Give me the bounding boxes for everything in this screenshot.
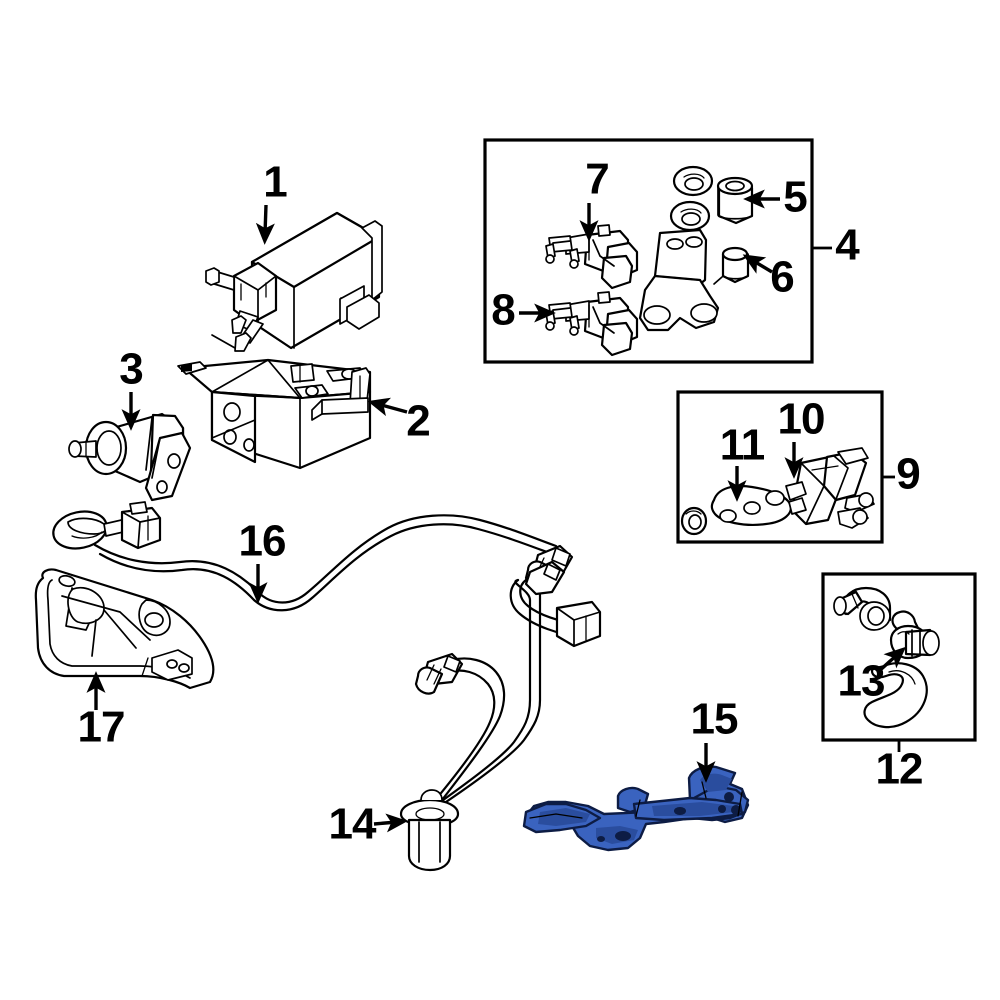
callout-label-3: 3: [119, 345, 142, 394]
callout-label-17: 17: [78, 703, 125, 752]
callout-label-11: 11: [720, 421, 765, 470]
callout-label-9: 9: [896, 450, 919, 499]
part-exhaust-heat-shield: [34, 568, 215, 690]
part-canister-mounting-bracket: [177, 358, 372, 470]
leader-14: [373, 813, 408, 833]
part-sensor-o-ring: [680, 506, 708, 536]
callout-label-7: 7: [585, 155, 608, 204]
part-pcv-valve: [889, 610, 940, 660]
callout-label-5: 5: [783, 173, 807, 222]
callout-label-16: 16: [239, 517, 286, 566]
part-pcv-elbow-fitting: [833, 586, 892, 631]
callout-label-1: 1: [263, 158, 287, 207]
part-purge-solenoid-valve-upper: [545, 224, 639, 290]
leader-6: [742, 254, 773, 274]
part-oxygen-sensor-harness: [52, 501, 574, 612]
callout-label-12: 12: [876, 745, 923, 794]
part-washer-upper: [672, 165, 714, 197]
callout-label-8: 8: [491, 286, 515, 335]
leader-1: [255, 204, 275, 245]
part-pcv-hose: [863, 662, 928, 729]
part-washer-lower: [669, 200, 711, 232]
part-lower-oxygen-sensor-cables: [414, 560, 602, 826]
callout-numbers: 1 2 3 4 5 6 7 8 9 10 11 12 13 14 15 16 1…: [78, 155, 924, 849]
callout-label-13: 13: [838, 657, 885, 706]
callout-label-15: 15: [691, 695, 738, 744]
part-leak-detection-pump: [68, 412, 192, 502]
part-grommet-large: [716, 176, 754, 225]
callout-label-4: 4: [835, 221, 860, 270]
part-vapor-canister: [205, 211, 383, 352]
callout-label-10: 10: [778, 395, 825, 444]
part-fuel-tank-pressure-sensor: [785, 447, 875, 529]
part-oxygen-sensor-bracket-highlighted: [522, 765, 750, 852]
leader-13: [876, 646, 907, 674]
callout-label-14: 14: [329, 800, 377, 849]
part-purge-valve-mounting-bracket: [638, 228, 720, 332]
part-sensor-gasket-plate: [710, 484, 792, 526]
callout-leaders: [86, 189, 907, 833]
part-wire-harness-clip: [399, 789, 460, 872]
callout-label-2: 2: [406, 397, 429, 446]
leader-2: [367, 397, 408, 417]
part-grommet-small: [713, 246, 750, 285]
callout-label-6: 6: [770, 253, 793, 302]
